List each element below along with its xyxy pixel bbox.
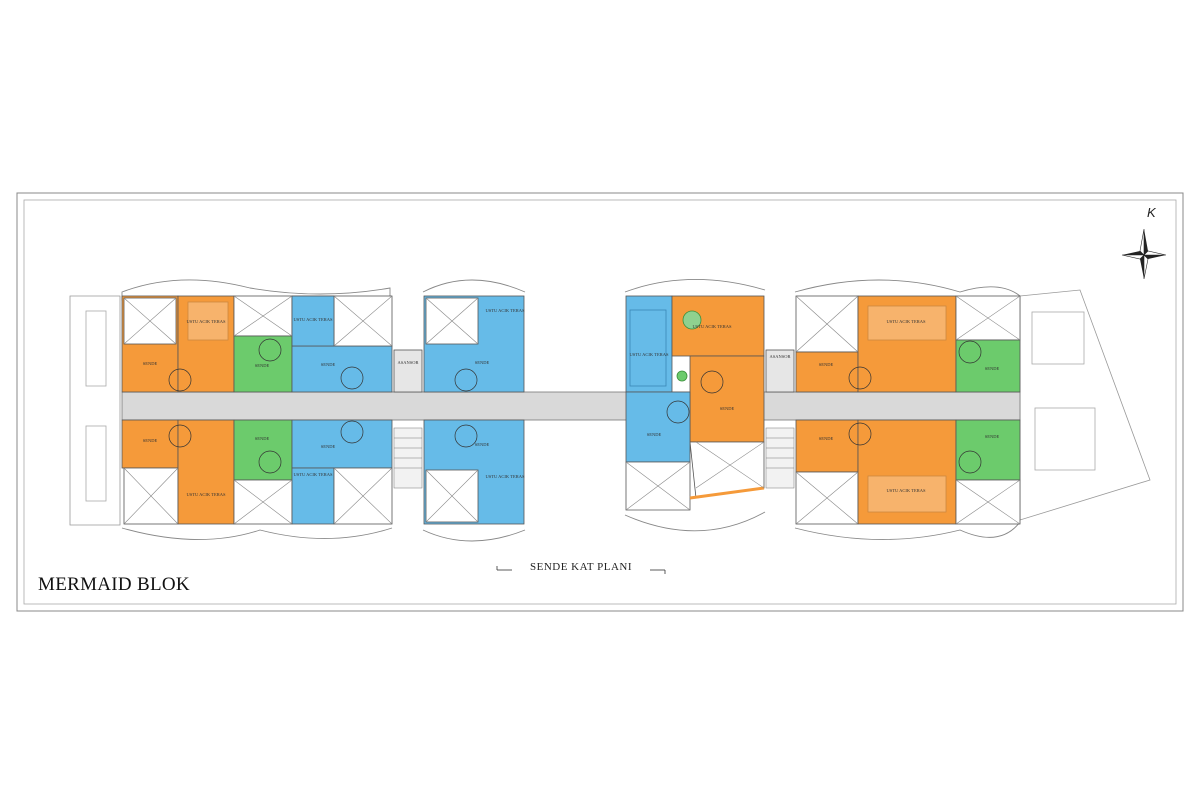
label-sende: SENDE <box>321 444 336 449</box>
site-edge-left <box>69 295 121 526</box>
label-teras: USTU ACIK TERAS <box>294 317 333 322</box>
label-sende: SENDE <box>985 434 1000 439</box>
label-sende: SENDE <box>255 436 270 441</box>
label-sende: SENDE <box>143 438 158 443</box>
drawing-title: MERMAID BLOK <box>38 574 190 595</box>
parking-slot <box>1031 311 1085 365</box>
label-sende: SENDE <box>143 361 158 366</box>
site-edge-right <box>1019 289 1151 521</box>
label-asansor: ASANSOR <box>769 354 790 359</box>
room-voids <box>123 295 1021 525</box>
inner-frame <box>23 199 1177 605</box>
parking-slot <box>1034 407 1096 471</box>
north-label: K <box>1147 205 1156 220</box>
label-teras: USTU ACIK TERAS <box>294 472 333 477</box>
label-teras: USTU ACIK TERAS <box>187 492 226 497</box>
label-sende: SENDE <box>819 362 834 367</box>
label-sende: SENDE <box>720 406 735 411</box>
label-asansor: ASANSOR <box>397 360 418 365</box>
label-teras: USTU ACIK TERAS <box>486 474 525 479</box>
label-sende: SENDE <box>321 362 336 367</box>
label-sende: SENDE <box>255 363 270 368</box>
block-second <box>423 295 525 525</box>
stairs-left <box>393 427 423 489</box>
label-teras: USTU ACIK TERAS <box>187 319 226 324</box>
spiral-stairs <box>168 338 982 474</box>
elevator-center <box>765 349 795 393</box>
label-teras: USTU ACIK TERAS <box>486 308 525 313</box>
label-teras: USTU ACIK TERAS <box>887 319 926 324</box>
label-sende: SENDE <box>985 366 1000 371</box>
room-labels: USTU ACIK TERAS USTU ACIK TERAS USTU ACI… <box>143 308 1000 497</box>
balcony-outlines <box>121 279 1021 542</box>
plan-title: SENDE KAT PLANI <box>529 561 633 573</box>
label-sende: SENDE <box>819 436 834 441</box>
north-arrow-icon <box>1121 228 1167 280</box>
outer-frame <box>16 192 1184 612</box>
label-teras: USTU ACIK TERAS <box>887 488 926 493</box>
label-teras: USTU ACIK TERAS <box>693 324 732 329</box>
label-teras: USTU ACIK TERAS <box>630 352 669 357</box>
corridor <box>121 391 1021 421</box>
label-sende: SENDE <box>647 432 662 437</box>
label-sende: SENDE <box>475 442 490 447</box>
parking-slot <box>85 310 107 387</box>
stairs-center <box>765 427 795 489</box>
label-sende: SENDE <box>475 360 490 365</box>
elevator-left <box>393 349 423 393</box>
parking-slot <box>85 425 107 502</box>
